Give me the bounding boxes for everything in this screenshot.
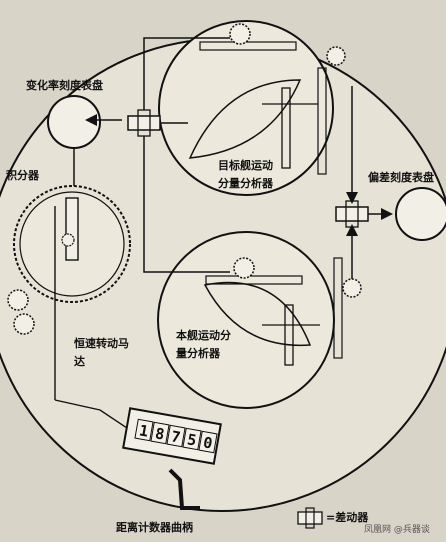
own-slide-bar [284, 304, 294, 366]
gear-small-5 [61, 233, 75, 247]
target-right-rack [317, 67, 327, 175]
motor-gear-2 [13, 313, 35, 335]
label-integrator: 积分器 [6, 169, 39, 182]
motor-gear-1 [7, 289, 29, 311]
integrator-slide [65, 197, 79, 261]
label-rate-dial: 变化率刻度表盘 [26, 79, 103, 92]
label-bias-dial: 偏差刻度表盘 [368, 171, 434, 184]
legend-differential-core [305, 507, 315, 529]
shaft-to-counter [54, 399, 131, 431]
label-own-analyzer-1: 本舰运动分 [176, 329, 231, 342]
label-counter-crank: 距离计数器曲柄 [116, 521, 193, 534]
gear-small-2 [326, 46, 346, 66]
target-top-rack [199, 41, 297, 51]
legend-differential-symbol [297, 511, 323, 525]
label-differential-legend: =差动器 [326, 511, 369, 524]
gear-small-3 [233, 257, 255, 279]
shaft-upper-loop [143, 37, 230, 110]
target-lens-shape [188, 79, 302, 159]
own-top-rack [205, 275, 303, 285]
label-target-analyzer-2: 分量分析器 [218, 177, 273, 190]
integrator-gear [13, 185, 131, 303]
shaft-diff-down [143, 136, 230, 273]
label-target-analyzer-1: 目标舰运动 [218, 159, 273, 172]
label-motor-2: 达 [74, 355, 85, 368]
counter-digit: 0 [198, 430, 218, 454]
target-slide-bar [281, 87, 291, 169]
watermark: 凤凰网 @兵器谈 [364, 525, 430, 535]
upper-differential [127, 115, 161, 131]
gear-small-4 [342, 278, 362, 298]
bias-dial [395, 187, 446, 241]
label-own-analyzer-2: 量分析器 [176, 347, 220, 360]
label-motor-1: 恒速转动马 [74, 337, 129, 350]
counter-crank [168, 468, 200, 510]
own-right-rack [333, 257, 343, 359]
right-differential [335, 206, 369, 222]
rate-dial [47, 95, 101, 149]
gear-small-1 [229, 23, 251, 45]
